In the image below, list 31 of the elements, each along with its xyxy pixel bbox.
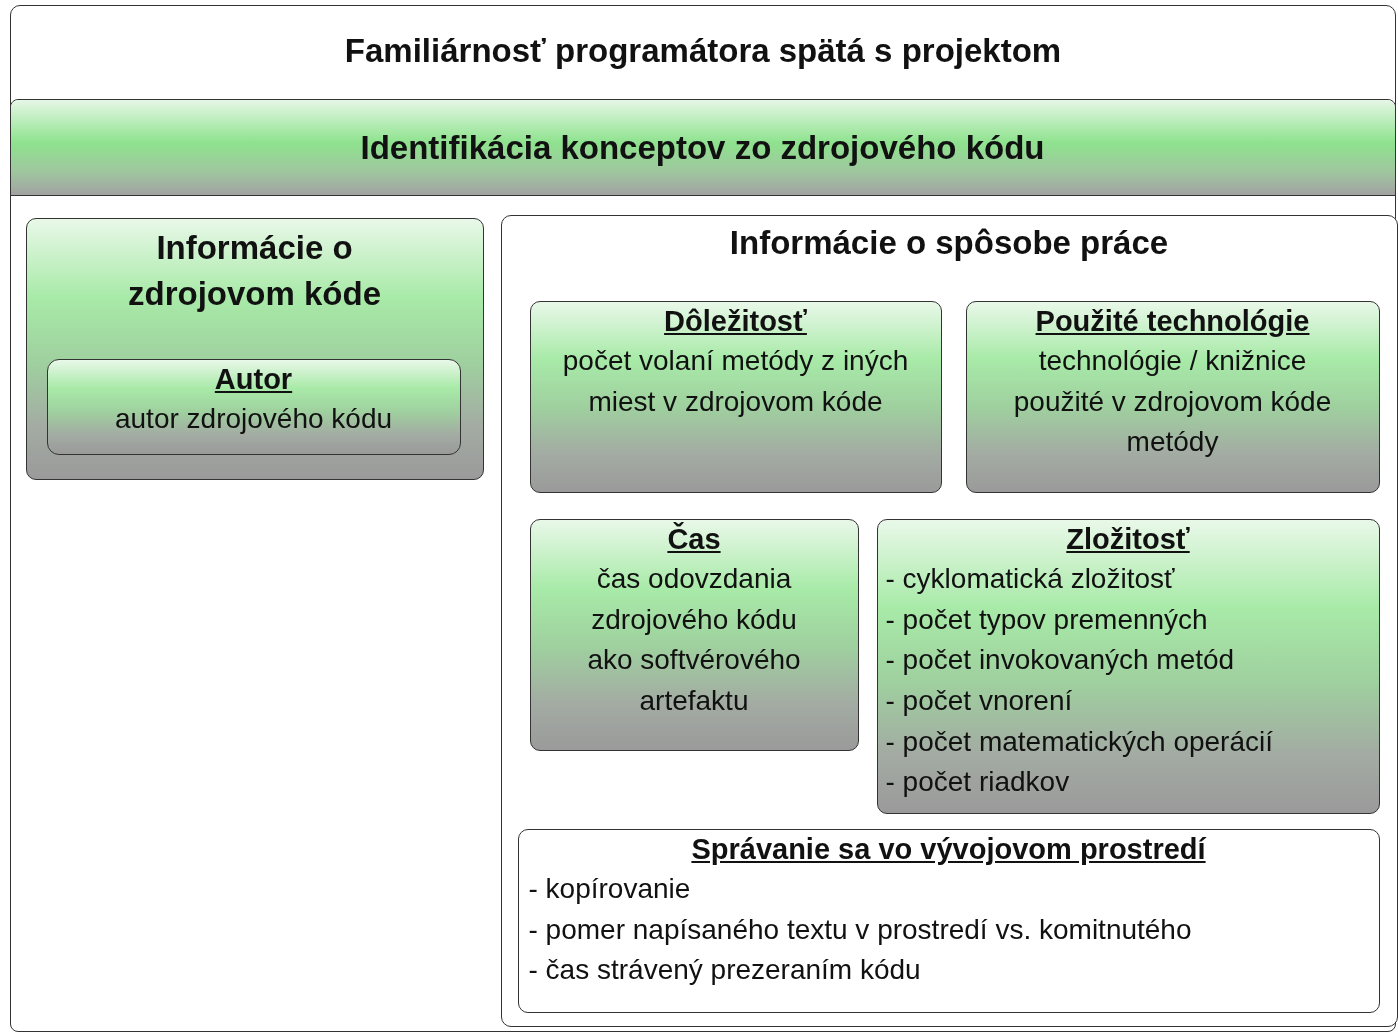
content-box bbox=[517, 829, 1380, 1013]
content-box bbox=[965, 301, 1380, 493]
box-heading: Použité technológie bbox=[1035, 304, 1310, 339]
content-box bbox=[46, 359, 461, 455]
panel-heading: Informácie o spôsobe práce bbox=[729, 223, 1169, 263]
box-heading: Zložitosť bbox=[1066, 522, 1190, 557]
frame-heading: Familiárnosť programátora spätá s projektom bbox=[344, 31, 1062, 72]
list-item: - počet invokovaných metód bbox=[885, 643, 1235, 678]
list-item: - cyklomatická zložitosť bbox=[885, 562, 1175, 597]
panel bbox=[25, 218, 484, 480]
list-item: - čas strávený prezeraním kódu bbox=[528, 953, 921, 988]
list-item: - počet typov premenných bbox=[885, 602, 1208, 637]
box-heading: Dôležitosť bbox=[664, 304, 807, 339]
panel bbox=[500, 215, 1398, 1027]
box-heading: Čas bbox=[667, 521, 721, 557]
list-item: - počet matematických operácií bbox=[885, 724, 1273, 759]
list-item: - počet vnorení bbox=[885, 683, 1073, 718]
box-heading: Správanie sa vo vývojovom prostredí bbox=[691, 832, 1206, 867]
content-box bbox=[529, 301, 942, 493]
band-heading: Identifikácia konceptov zo zdrojového kódu bbox=[360, 127, 1045, 168]
content-box bbox=[876, 519, 1380, 814]
box-description: čas odovzdania zdrojového kódu ako softvérového artefaktu bbox=[586, 562, 802, 718]
box-description: technológie / knižnice použité v zdrojovom kóde metódy bbox=[1012, 344, 1333, 460]
box-description: autor zdrojového kódu bbox=[114, 402, 393, 437]
content-box bbox=[529, 519, 859, 751]
list-item: - kopírovanie bbox=[528, 872, 691, 907]
panel-heading: Informácie o zdrojovom kóde bbox=[127, 228, 382, 315]
list-item: - počet riadkov bbox=[885, 765, 1070, 800]
box-description: počet volaní metódy z iných miest v zdrojovom kóde bbox=[561, 344, 910, 419]
box-heading: Autor bbox=[214, 362, 293, 397]
list-item: - pomer napísaného textu v prostredí vs. komitnutého bbox=[528, 912, 1192, 947]
